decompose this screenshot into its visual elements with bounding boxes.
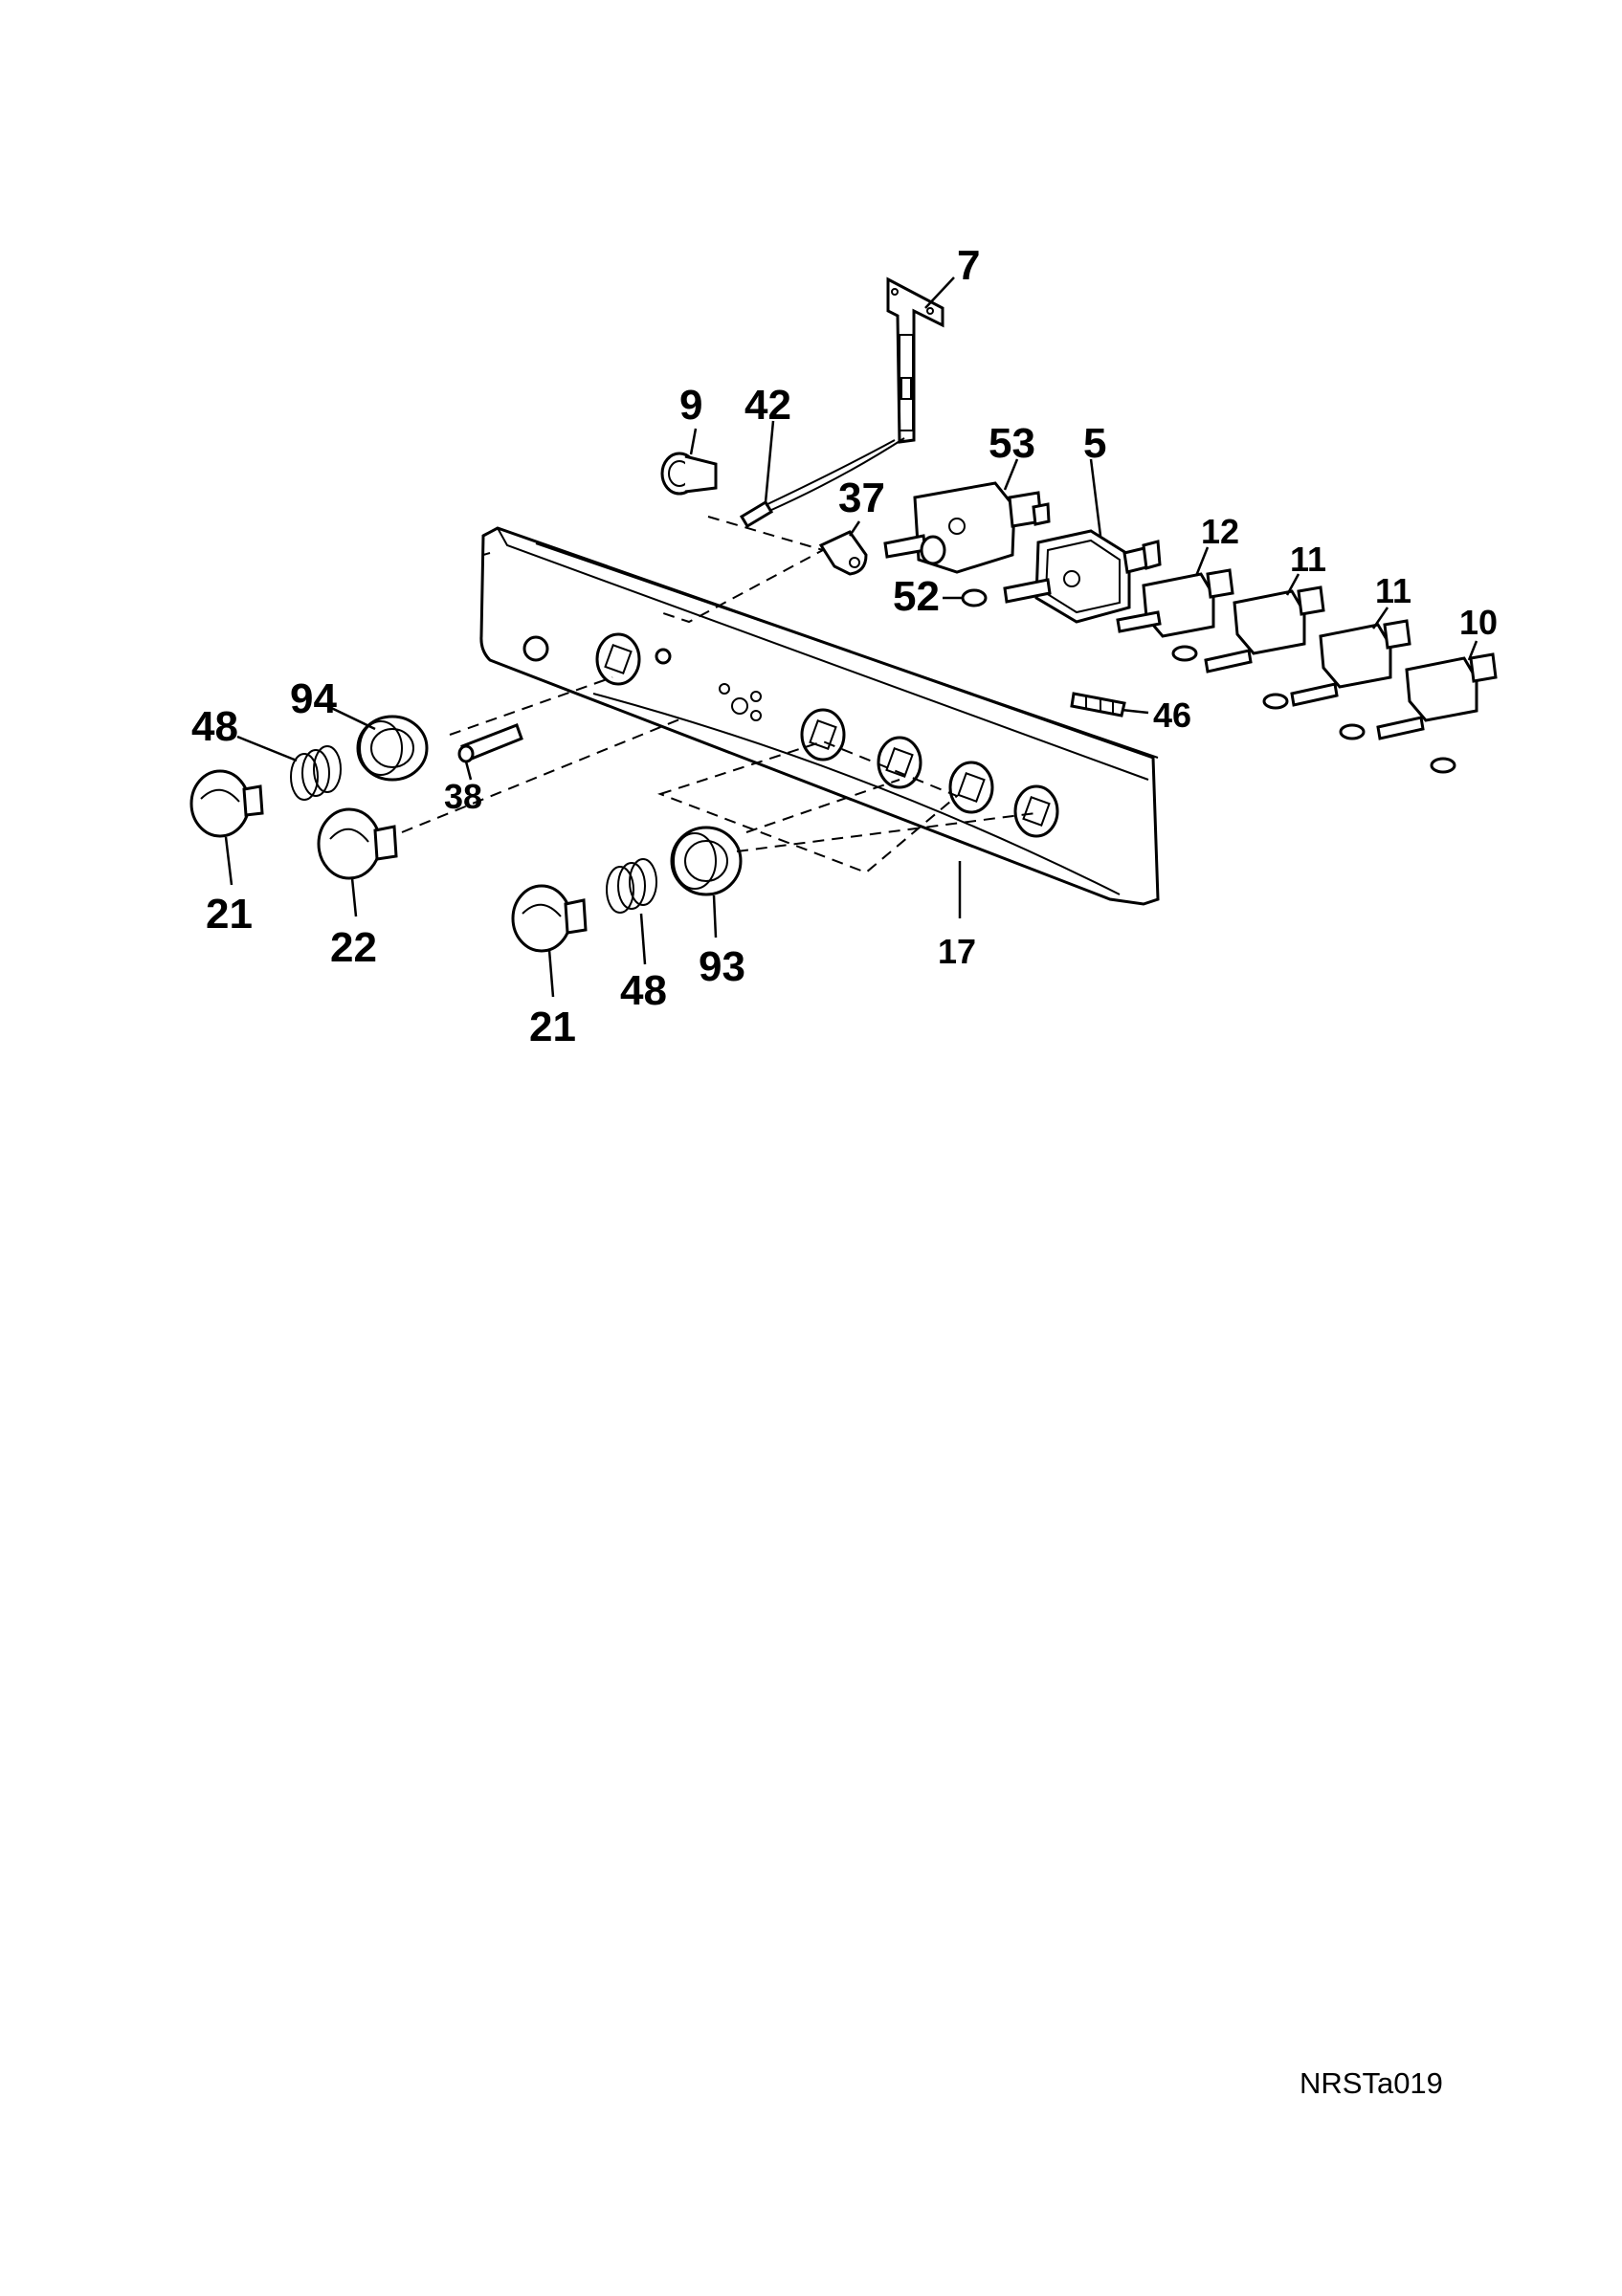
knob-22	[317, 807, 398, 880]
clip-46	[1070, 692, 1126, 718]
knob-21-bottom	[511, 884, 588, 953]
spring-48-bottom	[606, 858, 657, 914]
label-52: 52	[893, 573, 940, 620]
label-53: 53	[989, 420, 1035, 467]
diagram-reference-code: NRSTa019	[1300, 2066, 1443, 2100]
burner-valve-11-second	[1290, 619, 1411, 740]
label-48-left: 48	[191, 703, 238, 750]
label-93: 93	[699, 943, 745, 990]
indicator-lamp-9	[660, 452, 718, 496]
label-48-bottom: 48	[620, 967, 667, 1014]
assembly-lines	[401, 516, 1036, 874]
part-labels: 7 9 42 53 5 37 12 11 11 10 52 46 94 48 3…	[191, 242, 1498, 1050]
label-42: 42	[744, 382, 791, 429]
label-10: 10	[1459, 603, 1498, 642]
thermostat-5	[1003, 529, 1162, 624]
label-7: 7	[957, 242, 980, 289]
bracket-7	[886, 276, 944, 444]
label-17: 17	[938, 932, 976, 971]
spindle-extension-38	[457, 723, 523, 763]
burner-valve-11-first	[1204, 585, 1325, 710]
panel-knob-holes	[522, 632, 1059, 838]
label-21-left: 21	[206, 891, 253, 938]
gas-tap-53	[883, 481, 1051, 574]
label-22: 22	[330, 924, 377, 971]
label-12: 12	[1201, 512, 1239, 551]
spring-48-left	[290, 745, 342, 801]
bezel-93	[670, 826, 743, 896]
thermocouple-wire-42	[739, 437, 905, 529]
burner-valve-10	[1376, 652, 1498, 774]
leader-lines	[224, 276, 1478, 998]
burner-valve-12	[1116, 568, 1234, 662]
label-38: 38	[444, 777, 482, 816]
bezel-94	[356, 715, 429, 782]
label-94: 94	[290, 675, 337, 722]
control-panel	[479, 526, 1160, 906]
label-11-first: 11	[1290, 540, 1326, 579]
nut-52	[961, 588, 988, 607]
label-9: 9	[679, 382, 702, 429]
label-5: 5	[1083, 420, 1106, 467]
knob-21-left	[189, 769, 264, 838]
label-11-second: 11	[1375, 571, 1411, 610]
cam-37	[818, 530, 868, 576]
label-46: 46	[1153, 695, 1191, 735]
label-21-bottom: 21	[529, 1004, 576, 1050]
label-37: 37	[838, 475, 885, 521]
